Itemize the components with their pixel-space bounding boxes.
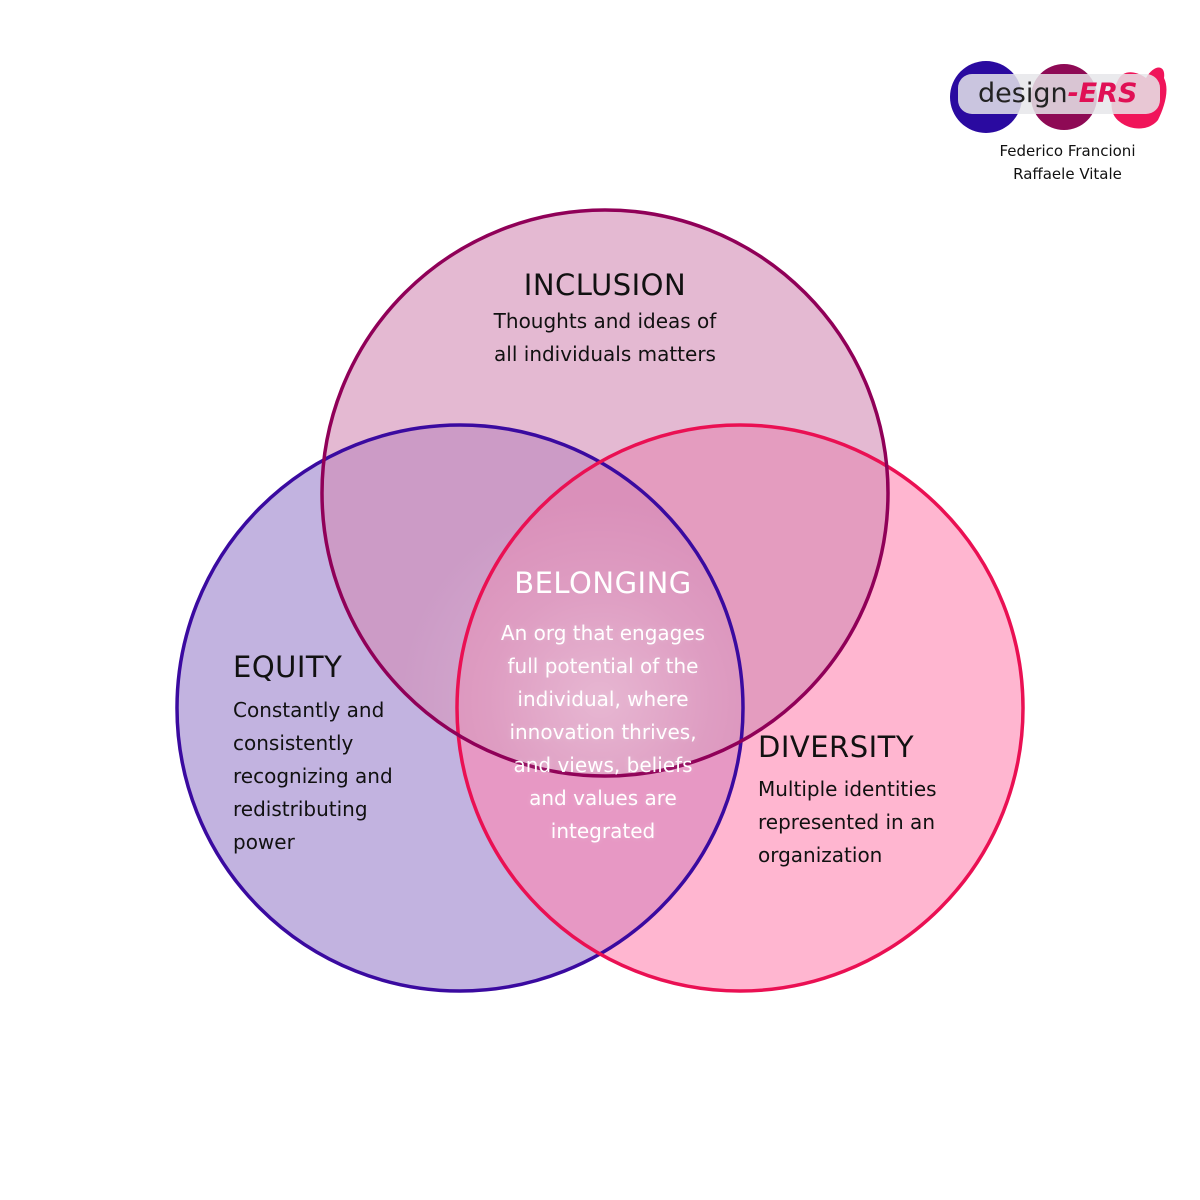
- logo-word: design: [978, 78, 1068, 109]
- belonging-description: An org that engages full potential of th…: [500, 621, 706, 843]
- equity-title: EQUITY: [233, 650, 343, 684]
- diversity-title: DIVERSITY: [758, 730, 915, 764]
- diversity-circle-outline: [455, 423, 1025, 993]
- belonging-title: BELONGING: [514, 566, 692, 600]
- belonging-glow: [400, 500, 743, 776]
- inclusion-description: Thoughts and ideas of all individuals ma…: [493, 309, 717, 366]
- design-ers-logo: design-ERS: [948, 60, 1170, 134]
- logo-accent: -ERS: [1067, 78, 1138, 109]
- logo-pill: [958, 74, 1160, 114]
- inclusion-circle-outline: [320, 208, 890, 778]
- credit-line-1: Federico Francioni: [999, 142, 1136, 160]
- equity-description: Constantly and consistently recognizing …: [233, 698, 393, 854]
- credits: Federico Francioni Raffaele Vitale: [985, 140, 1150, 186]
- logo-wordmark: design-ERS: [978, 78, 1137, 110]
- credit-line-2: Raffaele Vitale: [1013, 165, 1122, 183]
- diversity-description: Multiple identities represented in an or…: [758, 777, 937, 867]
- inclusion-title: INCLUSION: [523, 268, 687, 302]
- logo-graphic: [950, 61, 1167, 133]
- equity-circle-outline: [175, 423, 745, 993]
